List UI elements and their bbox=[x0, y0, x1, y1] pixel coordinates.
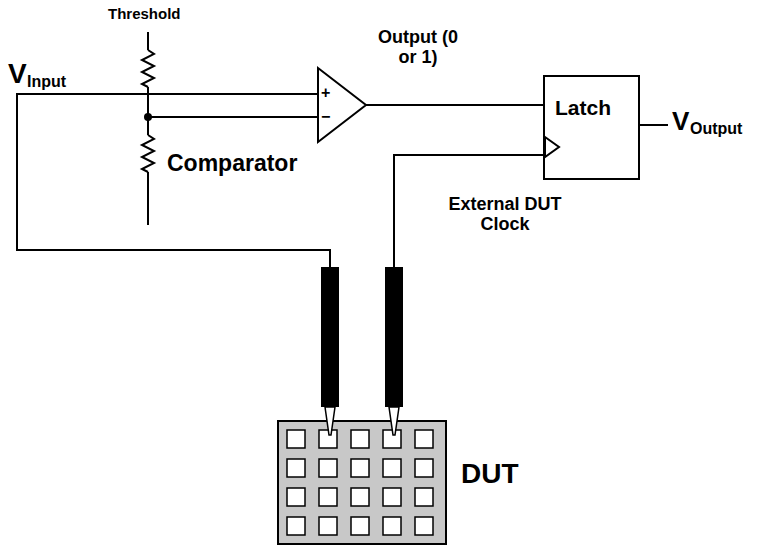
chip-pad bbox=[383, 488, 401, 506]
threshold-label: Threshold bbox=[108, 6, 181, 23]
resistor-symbol bbox=[142, 135, 154, 172]
chip-pad bbox=[287, 459, 305, 477]
chip-pad bbox=[351, 459, 369, 477]
chip-pad bbox=[319, 517, 337, 535]
chip-pad bbox=[415, 488, 433, 506]
input-sign: − bbox=[321, 109, 330, 125]
signal-name: V bbox=[8, 60, 27, 88]
chip-pad bbox=[287, 488, 305, 506]
signal-name: V bbox=[672, 108, 689, 134]
junction-dot bbox=[144, 113, 152, 121]
signal-subscript: Output bbox=[690, 121, 742, 137]
wire bbox=[148, 116, 317, 118]
latch-box-outline bbox=[545, 77, 638, 178]
chip-pad bbox=[351, 430, 369, 448]
probe-tip bbox=[325, 407, 335, 435]
probe-tip bbox=[389, 407, 399, 435]
chip-pad bbox=[415, 459, 433, 477]
component-name: DUT bbox=[461, 460, 519, 488]
probe-body bbox=[321, 267, 339, 407]
signal-name: Output (0 or 1) bbox=[378, 28, 458, 68]
chip-pad bbox=[383, 459, 401, 477]
clock-input-symbol bbox=[545, 137, 559, 157]
signal-name: External DUT Clock bbox=[440, 195, 570, 235]
signal-wire bbox=[366, 104, 543, 106]
chip-pad bbox=[319, 459, 337, 477]
chip-pad bbox=[415, 517, 433, 535]
chip-pad bbox=[351, 517, 369, 535]
signal-wire bbox=[17, 94, 330, 420]
chip-pad bbox=[383, 517, 401, 535]
chip-pad bbox=[287, 430, 305, 448]
chip-pad bbox=[351, 488, 369, 506]
latch-box: Latch bbox=[543, 75, 640, 180]
comparator-triangle bbox=[318, 68, 366, 142]
dut-chip: DUT bbox=[277, 420, 447, 545]
wire bbox=[640, 124, 668, 126]
comparator-symbol: +−Comparator bbox=[317, 67, 367, 143]
component-name: Latch bbox=[555, 97, 611, 118]
input-sign: + bbox=[321, 85, 330, 101]
chip-pad bbox=[287, 517, 305, 535]
dut-chip-outline bbox=[279, 422, 449, 547]
chip-pad bbox=[319, 488, 337, 506]
probe-body bbox=[385, 267, 403, 407]
component-name: Comparator bbox=[167, 152, 297, 175]
wire bbox=[147, 172, 149, 225]
wire bbox=[147, 32, 149, 50]
chip-pad bbox=[415, 430, 433, 448]
resistor-symbol bbox=[142, 50, 154, 87]
signal-subscript: Input bbox=[27, 74, 66, 90]
comparator-symbol-outline bbox=[317, 67, 367, 143]
